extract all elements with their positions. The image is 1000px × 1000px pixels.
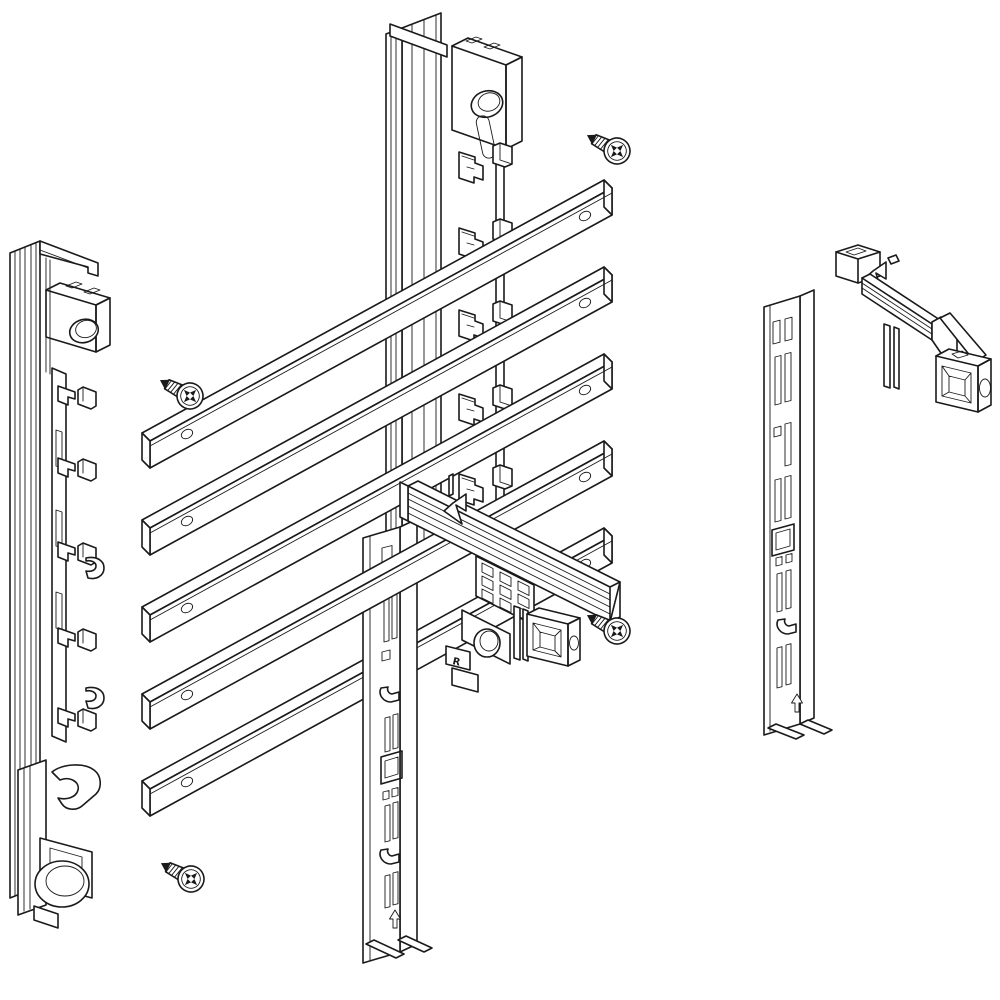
square-window <box>380 750 403 785</box>
left-mounting-profile: Left mounting profile with hanger block,… <box>9 240 111 929</box>
fixing-hole <box>578 210 592 222</box>
tapping-screw: Pan-head Phillips tapping screw <box>154 851 210 898</box>
round-socket-hole <box>470 89 504 119</box>
fixing-hole <box>180 602 194 614</box>
cable-clamp-tube <box>34 860 90 908</box>
cross-rail: Cross rail with fixing holes <box>141 266 613 556</box>
corner-bracket: Corner bracket with square socket <box>835 244 992 413</box>
fixing-hole <box>180 689 194 701</box>
center-slotted-rail: Center slotted support rail with arrow m… <box>362 518 433 964</box>
r-marking-plate <box>445 645 471 671</box>
hook-cutout <box>776 618 797 635</box>
fixing-hole <box>180 515 194 527</box>
module-carrier: Module carrier with grid socket and R ma… <box>399 473 621 693</box>
clamp-hook <box>51 764 102 810</box>
cross-rail: Cross rail with fixing holes <box>141 440 613 730</box>
fixing-hole <box>180 776 194 788</box>
fixing-hole <box>578 471 592 483</box>
hook-cutout <box>379 686 400 703</box>
fixing-hole <box>180 428 194 440</box>
square-window <box>771 523 795 557</box>
latch-arrow <box>443 493 467 525</box>
tapping-screw: Pan-head Phillips tapping screw <box>580 123 636 170</box>
fixing-hole <box>578 297 592 309</box>
cross-rail: Cross rail with fixing holes <box>141 353 613 643</box>
hook-cutout <box>379 848 400 865</box>
screw-hole <box>979 378 991 398</box>
r-marking: R <box>451 656 461 669</box>
screw-hole <box>569 635 579 651</box>
round-hole <box>473 628 501 658</box>
right-slotted-rail: Right slotted support rail with arrow ma… <box>763 289 833 740</box>
fixing-hole <box>578 384 592 396</box>
cross-rail: Cross rail with fixing holes <box>141 179 613 469</box>
